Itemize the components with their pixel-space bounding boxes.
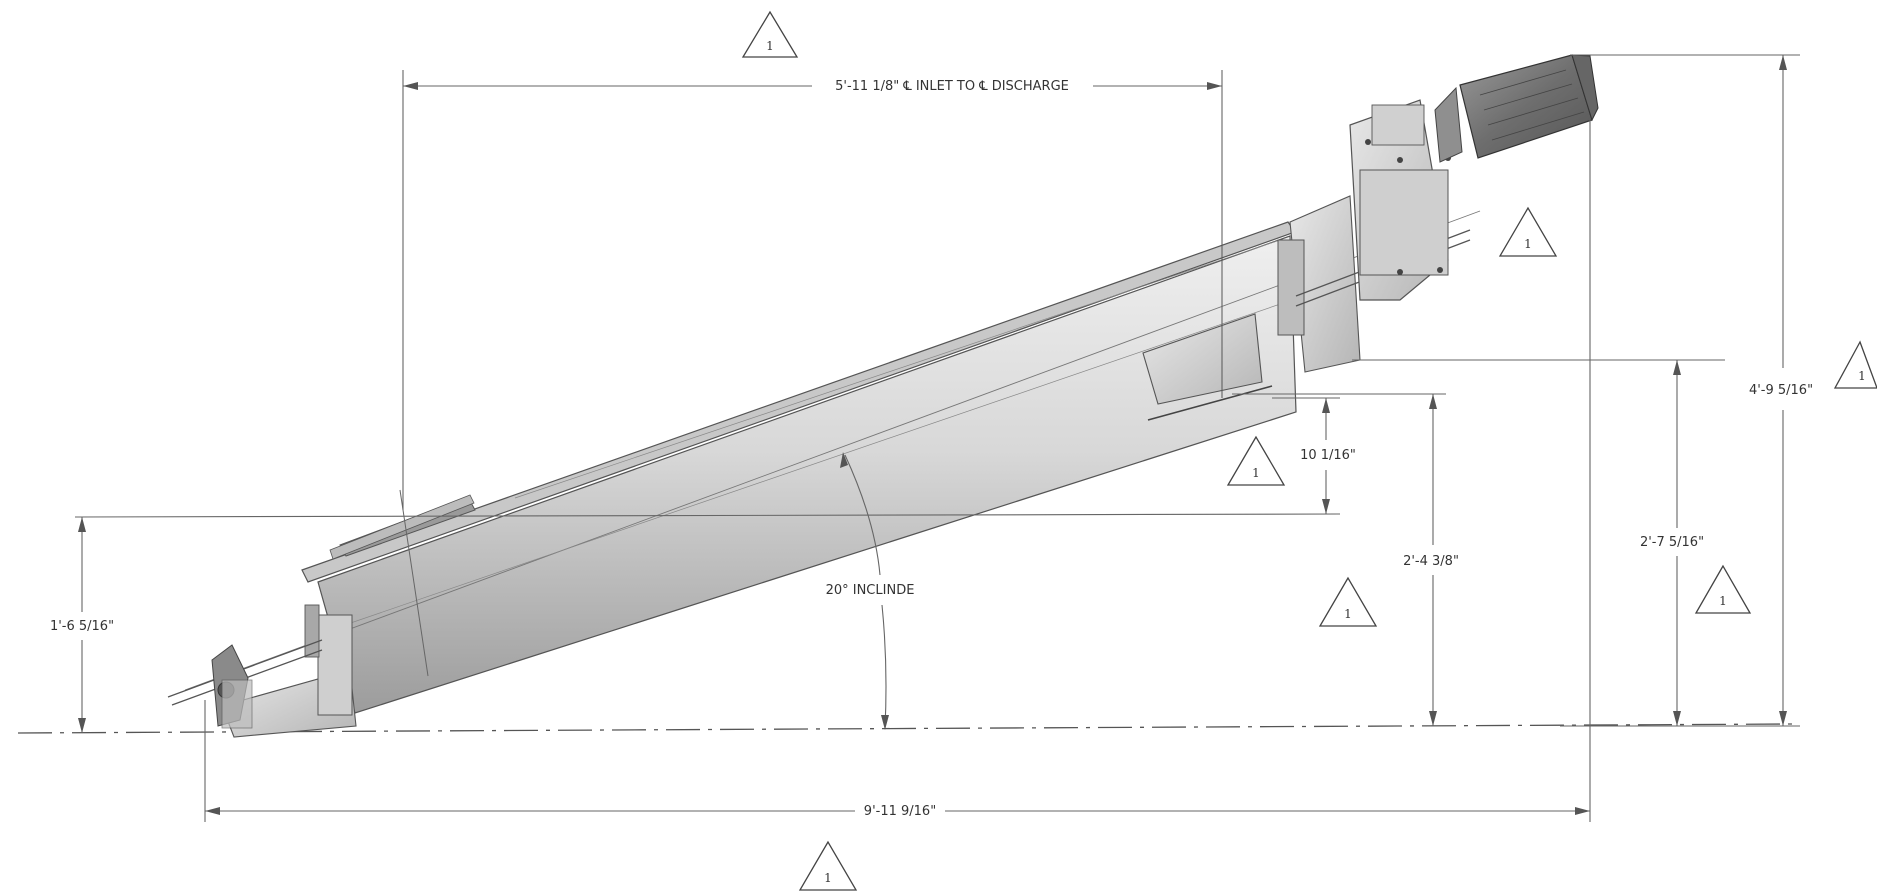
dim-text-backdrop (1745, 382, 1817, 399)
svg-text:1: 1 (1858, 369, 1866, 383)
dim-text-backdrop (1400, 553, 1462, 570)
dim-text-backdrop (822, 582, 918, 599)
head-end-assembly (1277, 195, 1471, 373)
svg-text:1: 1 (1252, 466, 1260, 480)
revision-marker: 1 (1318, 576, 1378, 627)
svg-text:1: 1 (1719, 594, 1727, 608)
dim-text-backdrop (1297, 447, 1359, 464)
dim-text-backdrop (46, 618, 118, 635)
dim-overall-length: 9'-11 9/16" (864, 804, 936, 819)
revision-marker: 1 (1226, 435, 1286, 486)
dim-inlet-to-discharge: 5'-11 1/8" ℄ INLET TO ℄ DISCHARGE (835, 79, 1069, 94)
tube-centerline (184, 210, 1481, 691)
tube-seam (335, 299, 1293, 629)
cover-seam (514, 239, 1281, 499)
revision-marker: 1 (1694, 564, 1752, 614)
dim-inlet-height: 1'-6 5/16" (50, 619, 114, 634)
dim-incline: 20° INCLINDE (826, 583, 915, 598)
svg-text:1: 1 (1524, 237, 1532, 251)
conveyor-tube (317, 235, 1297, 714)
dim-discharge-flange-height: 2'-7 5/16" (1640, 535, 1704, 550)
gear-reducer (1349, 99, 1451, 301)
datum-line (17, 723, 1796, 734)
svg-text:1: 1 (766, 39, 774, 53)
tail-end-assembly (167, 604, 357, 738)
dim-overall-height: 4'-9 5/16" (1749, 383, 1813, 398)
svg-text:1: 1 (824, 871, 832, 885)
discharge-spout (1142, 120, 1273, 421)
dim-text-backdrop (832, 78, 1072, 95)
dim-text-backdrop (860, 803, 940, 820)
revision-marker: 1 (1833, 340, 1877, 389)
conveyor-body (167, 54, 1599, 738)
dim-text-backdrop (1636, 534, 1708, 551)
dim-discharge-offset: 10 1/16" (1300, 448, 1356, 463)
revision-marker: 1 (741, 10, 799, 58)
revision-marker: 1 (798, 840, 858, 891)
motor (1434, 54, 1599, 163)
svg-text:1: 1 (1344, 607, 1352, 621)
inlet-flange (329, 489, 476, 677)
dim-discharge-height: 2'-4 3/8" (1403, 554, 1459, 569)
revision-marker: 1 (1498, 206, 1558, 257)
dimension-lines (74, 54, 1800, 822)
